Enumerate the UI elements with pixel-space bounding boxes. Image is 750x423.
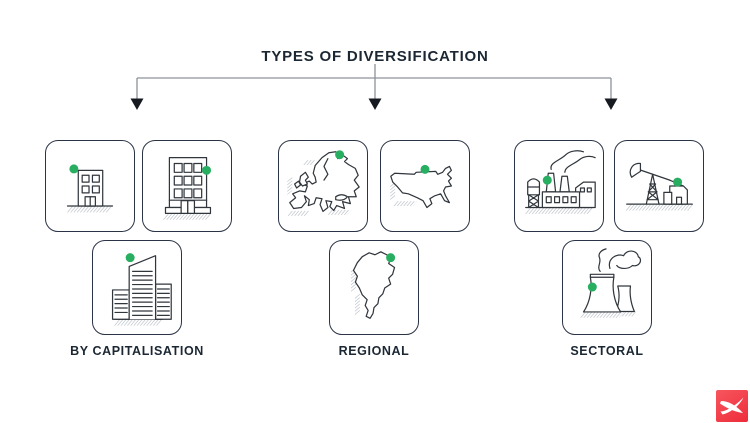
arrow-down-icon (130, 98, 144, 110)
group-label-by-capitalisation: BY CAPITALISATION (70, 344, 204, 358)
card-europe-map (278, 140, 368, 232)
south-america-map-icon (351, 251, 396, 319)
card-south-america-map (329, 240, 419, 335)
group-label-regional: REGIONAL (338, 344, 410, 358)
skyscraper-icon (111, 253, 172, 326)
card-small-building (45, 140, 135, 232)
page-title: TYPES OF DIVERSIFICATION (261, 48, 489, 65)
arrow-down-icon (368, 98, 382, 110)
card-factory (514, 140, 604, 232)
card-large-building (142, 140, 232, 232)
nuclear-cooling-towers-icon (580, 248, 642, 318)
card-nuclear-cooling-towers (562, 240, 652, 335)
factory-icon (525, 150, 596, 214)
group-label-sectoral: SECTORAL (570, 344, 644, 358)
xm-logo (716, 390, 748, 422)
oil-pump-icon (625, 162, 694, 211)
usa-map-icon (390, 164, 453, 209)
card-usa-map (380, 140, 470, 232)
small-building-icon (66, 164, 114, 213)
europe-map-icon (287, 150, 360, 216)
xm-x-icon (720, 397, 744, 415)
card-skyscraper (92, 240, 182, 335)
card-oil-pump (614, 140, 704, 232)
large-building-icon (163, 157, 213, 220)
arrow-down-icon (604, 98, 618, 110)
